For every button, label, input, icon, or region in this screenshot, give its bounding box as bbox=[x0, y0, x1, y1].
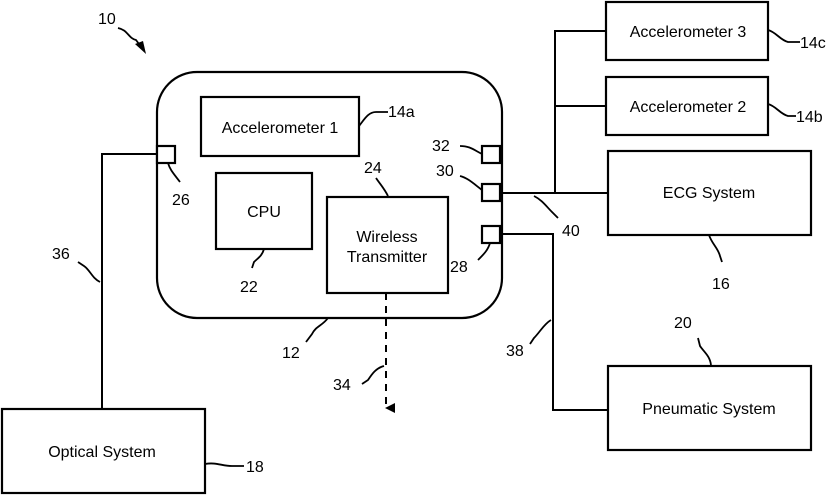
port-32-ref: 32 bbox=[432, 138, 450, 155]
pneumatic-link-wire bbox=[500, 234, 608, 410]
figure-ref-10: 10 bbox=[98, 11, 116, 28]
ecg-link-ref-leader bbox=[534, 196, 558, 218]
transmitter-label-line1: Wireless bbox=[356, 229, 417, 246]
ecg-system-label: ECG System bbox=[663, 185, 755, 202]
accelerometer-2-ref: 14b bbox=[796, 109, 823, 126]
accelerometer-3-label: Accelerometer 3 bbox=[630, 24, 747, 41]
pneumatic-system-ref-leader bbox=[698, 338, 711, 365]
optical-system-ref: 18 bbox=[246, 459, 264, 476]
optical-link-ref-leader bbox=[78, 262, 100, 282]
pneumatic-system-label: Pneumatic System bbox=[642, 401, 775, 418]
accelerometer-3-ref: 14c bbox=[800, 35, 826, 52]
pneumatic-link-ref: 38 bbox=[506, 343, 524, 360]
transmitter-ref: 24 bbox=[364, 160, 382, 177]
optical-system-label: Optical System bbox=[48, 444, 156, 461]
device-ref-leader bbox=[306, 318, 328, 342]
optical-link-wire bbox=[102, 154, 157, 409]
pneumatic-system-ref: 20 bbox=[674, 315, 692, 332]
accelerometer-3-wire bbox=[555, 31, 606, 193]
optical-system-ref-leader bbox=[205, 463, 244, 466]
accelerometer-1-label: Accelerometer 1 bbox=[222, 120, 339, 137]
accelerometer-3-ref-leader bbox=[768, 30, 800, 42]
pneumatic-link-ref-leader bbox=[530, 320, 551, 344]
optical-link-ref: 36 bbox=[52, 246, 70, 263]
port-26 bbox=[157, 146, 175, 163]
ecg-system-ref-leader bbox=[709, 235, 722, 262]
wireless-signal-ref: 34 bbox=[333, 377, 351, 394]
ecg-system-ref: 16 bbox=[712, 276, 730, 293]
transmitter-label-line2: Transmitter bbox=[347, 249, 428, 266]
port-30-ref: 30 bbox=[436, 163, 454, 180]
port-28-ref: 28 bbox=[450, 259, 468, 276]
port-26-ref: 26 bbox=[172, 192, 190, 209]
wireless-signal-ref-leader bbox=[362, 366, 384, 384]
accelerometer-1-ref: 14a bbox=[388, 104, 415, 121]
accelerometer-2-label: Accelerometer 2 bbox=[630, 99, 747, 116]
cpu-ref: 22 bbox=[240, 279, 258, 296]
accelerometer-2-ref-leader bbox=[768, 104, 796, 116]
figure-ref-10-arrow-icon bbox=[135, 41, 146, 54]
port-30 bbox=[482, 184, 500, 201]
cpu-label: CPU bbox=[247, 204, 281, 221]
device-ref-12: 12 bbox=[282, 345, 300, 362]
ecg-link-ref: 40 bbox=[562, 223, 580, 240]
port-32 bbox=[482, 146, 500, 163]
port-28 bbox=[482, 226, 500, 243]
